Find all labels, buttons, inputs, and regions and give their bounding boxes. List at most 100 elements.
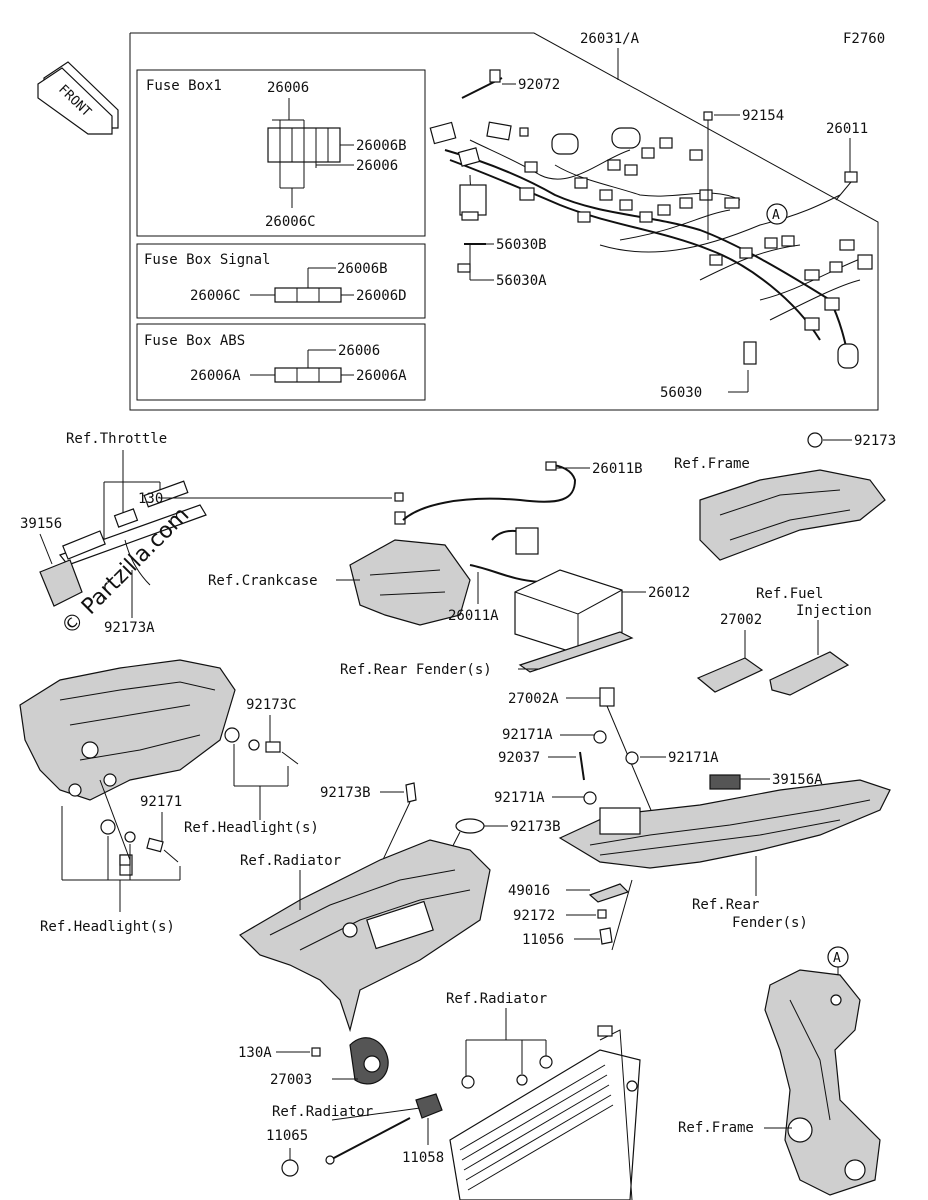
callout-92072: 92072: [518, 77, 560, 93]
callout-92172: 92172: [513, 908, 555, 924]
battery-terminal-cover: [515, 527, 539, 555]
ref-headlight-2: Ref.Headlight(s): [40, 919, 175, 935]
frame-bottom-part: [764, 969, 881, 1196]
callout-92171: 92171: [140, 794, 182, 810]
callout-92037: 92037: [498, 750, 540, 766]
figure-code: F2760: [843, 31, 885, 47]
ref-frame-1: Ref.Frame: [674, 456, 750, 472]
fuse-box-1-part-c: 26006C: [265, 214, 316, 230]
clamp-56030: [743, 341, 757, 365]
fuse-box-signal-part-c: 26006C: [190, 288, 241, 304]
plug-92173B: [405, 782, 417, 803]
callout-26011A: 26011A: [448, 608, 499, 624]
fuse-box-1-fuses: [267, 98, 354, 208]
radiator-core: [449, 1025, 641, 1200]
fuse-box-1-part-b: 26006B: [356, 138, 407, 154]
reference-circle-a-label: A: [772, 208, 780, 223]
callout-26011B: 26011B: [592, 461, 643, 477]
clip-92072: [461, 69, 503, 99]
front-arrow-icon: FRONT: [37, 61, 119, 135]
ref-rear-fender-2a: Ref.Rear: [692, 897, 759, 913]
callout-92173: 92173: [854, 433, 896, 449]
seal-49016: [588, 883, 630, 903]
callout-130: 130: [138, 491, 163, 507]
callout-92173B-2: 92173B: [510, 819, 561, 835]
callout-92173A: 92173A: [104, 620, 155, 636]
rear-fender-tray: [558, 779, 891, 869]
fuse-box-1-part-mid: 26006: [356, 158, 398, 174]
headlight-bracket-assembly: [19, 659, 236, 876]
reference-circle-a-2-label: A: [833, 951, 841, 966]
fuse-box-abs-fuses: [250, 349, 354, 383]
ref-fuel-injection-2: Injection: [796, 603, 872, 619]
ref-radiator-1: Ref.Radiator: [240, 853, 341, 869]
fuse-box-signal-part-d: 26006D: [356, 288, 407, 304]
callout-92171A-2: 92171A: [668, 750, 719, 766]
callout-26031A: 26031/A: [580, 31, 640, 47]
relay-27002A: [599, 687, 615, 707]
fuse-box-1-panel: [136, 69, 426, 237]
callout-92171A-3: 92171A: [494, 790, 545, 806]
bolt-92173: [807, 432, 823, 448]
ref-rear-fender-2b: Fender(s): [732, 915, 808, 931]
callout-11058: 11058: [402, 1150, 444, 1166]
horn-27003: [349, 1037, 389, 1085]
callout-11065: 11065: [266, 1128, 308, 1144]
callout-92173C: 92173C: [246, 697, 297, 713]
frame-top-part: [699, 469, 886, 561]
callout-49016: 49016: [508, 883, 550, 899]
ecu-27002: [696, 657, 764, 693]
callout-27003: 27003: [270, 1072, 312, 1088]
fuse-box-abs-title: Fuse Box ABS: [144, 333, 245, 349]
fuse-box-signal-panel: [136, 243, 426, 319]
clamp-11056: [599, 927, 613, 945]
reference-circle-a: [766, 203, 788, 225]
throttle-sensor-assembly: [39, 480, 207, 607]
ref-frame-2: Ref.Frame: [678, 1120, 754, 1136]
ref-fuel-injection-1: Ref.Fuel: [756, 586, 823, 602]
fuse-box-signal-fuses: [250, 267, 354, 303]
callout-92154: 92154: [742, 108, 784, 124]
radiator-shroud: [239, 839, 491, 1033]
fuse-box-1-title: Fuse Box1: [146, 78, 222, 94]
grommet-92173C: [224, 727, 240, 743]
cover-39156A: [709, 774, 741, 790]
bracket-11058: [415, 1093, 443, 1119]
screw-92172: [597, 909, 607, 919]
callout-130A: 130A: [238, 1045, 272, 1061]
clip-92173C: [265, 741, 281, 753]
ref-rear-fender-1: Ref.Rear Fender(s): [340, 662, 492, 678]
fuse-box-signal-title: Fuse Box Signal: [144, 252, 270, 268]
callout-92171A-1: 92171A: [502, 727, 553, 743]
callout-56030: 56030: [660, 385, 702, 401]
callout-39156: 39156: [20, 516, 62, 532]
fuse-box-abs-part-a-left: 26006A: [190, 368, 241, 384]
callout-56030B: 56030B: [496, 237, 547, 253]
callout-11056: 11056: [522, 932, 564, 948]
ref-radiator-2: Ref.Radiator: [446, 991, 547, 1007]
battery-pad: [518, 631, 634, 673]
ref-crankcase: Ref.Crankcase: [208, 573, 318, 589]
callout-56030A: 56030A: [496, 273, 547, 289]
battery-26012: [514, 569, 623, 655]
bolt-92154: [703, 111, 713, 121]
fuse-box-abs-panel: [136, 323, 426, 401]
callout-26011: 26011: [826, 121, 868, 137]
fuel-injection-ecu: [769, 651, 850, 696]
fuse-box-abs-part-top: 26006: [338, 343, 380, 359]
callout-26012: 26012: [648, 585, 690, 601]
callout-39156A: 39156A: [772, 772, 823, 788]
fuse-box-1-part-top: 26006: [267, 80, 309, 96]
harness-frame: [129, 32, 879, 411]
ref-throttle: Ref.Throttle: [66, 431, 167, 447]
fuse-box-abs-part-a-right: 26006A: [356, 368, 407, 384]
ref-headlight-1: Ref.Headlight(s): [184, 820, 319, 836]
callout-92173B-1: 92173B: [320, 785, 371, 801]
callout-27002: 27002: [720, 612, 762, 628]
clamp-92173B: [455, 818, 485, 834]
fuse-box-signal-part-b: 26006B: [337, 261, 388, 277]
main-wiring-harness: [429, 121, 873, 369]
ref-radiator-3: Ref.Radiator: [272, 1104, 373, 1120]
callout-27002A: 27002A: [508, 691, 559, 707]
